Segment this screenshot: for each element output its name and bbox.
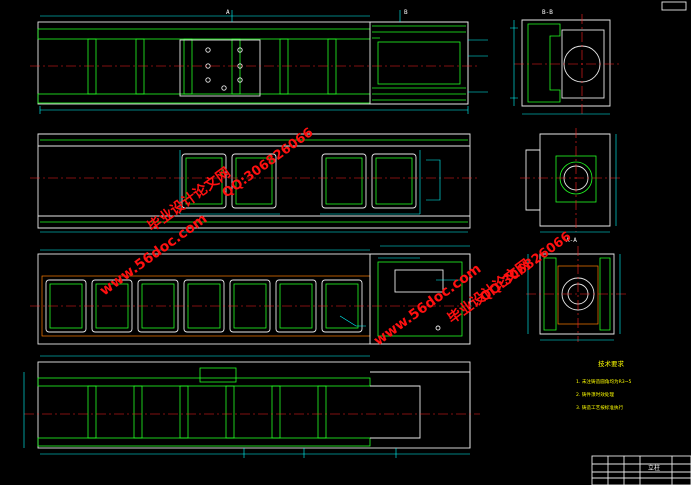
view-bottom-elevation <box>23 355 480 458</box>
frame-corner-box <box>661 1 687 11</box>
note-item-1: 1. 未注铸造圆角均为R3~5 <box>576 378 632 385</box>
watermarks: 毕业设计论文网 www.56doc.com QQ:306826066 QQ:30… <box>97 125 574 349</box>
view3-cell-inner-6 <box>279 283 313 329</box>
view2-outline <box>37 133 471 229</box>
view1-end-hatch <box>372 25 466 101</box>
technical-notes: 技术要求 1. 未注铸造圆角均为R3~5 2. 铸件须时效处理 3. 铸造工艺按… <box>576 359 632 411</box>
end-view-flange <box>525 149 541 211</box>
view3-cell-6 <box>275 279 317 333</box>
view1-rib-1 <box>87 38 97 95</box>
view4-end-profile <box>370 371 471 448</box>
view4-top-flange <box>37 377 371 387</box>
view1-section-arrows <box>231 10 401 22</box>
title-block-grid <box>592 456 691 485</box>
view3-end-opening <box>394 269 444 293</box>
view4-rib-4 <box>225 385 235 439</box>
view4-ribs <box>87 385 327 439</box>
section-label-b: B <box>404 9 408 16</box>
view2-side-dim <box>426 159 441 201</box>
view-end <box>520 128 620 233</box>
view1-rib-4 <box>231 38 241 95</box>
view1-outline <box>37 21 469 105</box>
view4-boss <box>199 367 237 383</box>
view4-rib-3 <box>179 385 189 439</box>
view4-rib-2 <box>133 385 143 439</box>
section-bb-dimensions <box>510 20 610 115</box>
view4-rib-6 <box>317 385 327 439</box>
view1-bottom-flange <box>37 93 371 104</box>
view4-bottom-flange <box>37 437 371 447</box>
section-aa-wall-hatch <box>543 257 611 331</box>
view1-rib-6 <box>327 38 337 95</box>
view4-section-marks <box>243 448 397 458</box>
end-view-dimensions <box>540 134 617 233</box>
view4-rib-1 <box>87 385 97 439</box>
view-section-bb: B-B <box>510 9 620 115</box>
note-item-3: 3. 铸造工艺按标准执行 <box>576 404 624 411</box>
view-front-elevation: A B <box>30 9 488 114</box>
view-plan <box>30 133 480 233</box>
title-block: 立柱 <box>591 455 691 485</box>
notes-title: 技术要求 <box>598 359 625 368</box>
section-bb-web-hatch <box>527 23 561 103</box>
section-aa-outline <box>539 253 615 335</box>
view4-rib-5 <box>271 385 281 439</box>
view-section-aa: A-A <box>526 237 626 342</box>
view2-dimensions <box>40 150 468 233</box>
view1-end-block <box>369 21 469 105</box>
section-bb-label: B-B <box>542 9 553 16</box>
section-aa-label: A-A <box>566 237 577 244</box>
view1-leaders <box>468 39 488 93</box>
view2-hatch-lines <box>40 139 468 223</box>
view1-rib-5 <box>279 38 289 95</box>
note-item-2: 2. 铸件须时效处理 <box>576 391 614 398</box>
section-bb-outline <box>521 19 611 107</box>
view1-bolt-holes <box>205 47 243 91</box>
view4-outline <box>37 361 471 449</box>
view1-dimensions <box>39 15 469 114</box>
view3-hole <box>435 325 441 331</box>
view4-dimensions <box>23 355 470 455</box>
frame-corner-mark <box>661 1 687 11</box>
view-section-cells <box>30 245 480 345</box>
view1-top-flange <box>37 28 371 40</box>
end-view-outline <box>539 133 611 227</box>
view3-dimensions <box>40 245 470 281</box>
view1-rib-3 <box>183 38 193 95</box>
view3-end-block <box>369 253 471 345</box>
view1-ribs <box>87 38 337 95</box>
view3-end-hatch <box>377 261 463 337</box>
title-part-name: 立柱 <box>648 464 660 472</box>
section-aa-dimensions <box>527 254 621 341</box>
view3-leader <box>339 315 366 327</box>
view1-mounting-plate <box>179 39 261 97</box>
view1-rib-2 <box>135 38 145 95</box>
view2-windows <box>181 153 417 209</box>
title-block-frame <box>591 455 691 485</box>
view2-inner-edges <box>38 145 470 217</box>
watermark-qq-1: QQ:306826066 <box>220 125 317 201</box>
section-label-a: A <box>226 9 230 16</box>
